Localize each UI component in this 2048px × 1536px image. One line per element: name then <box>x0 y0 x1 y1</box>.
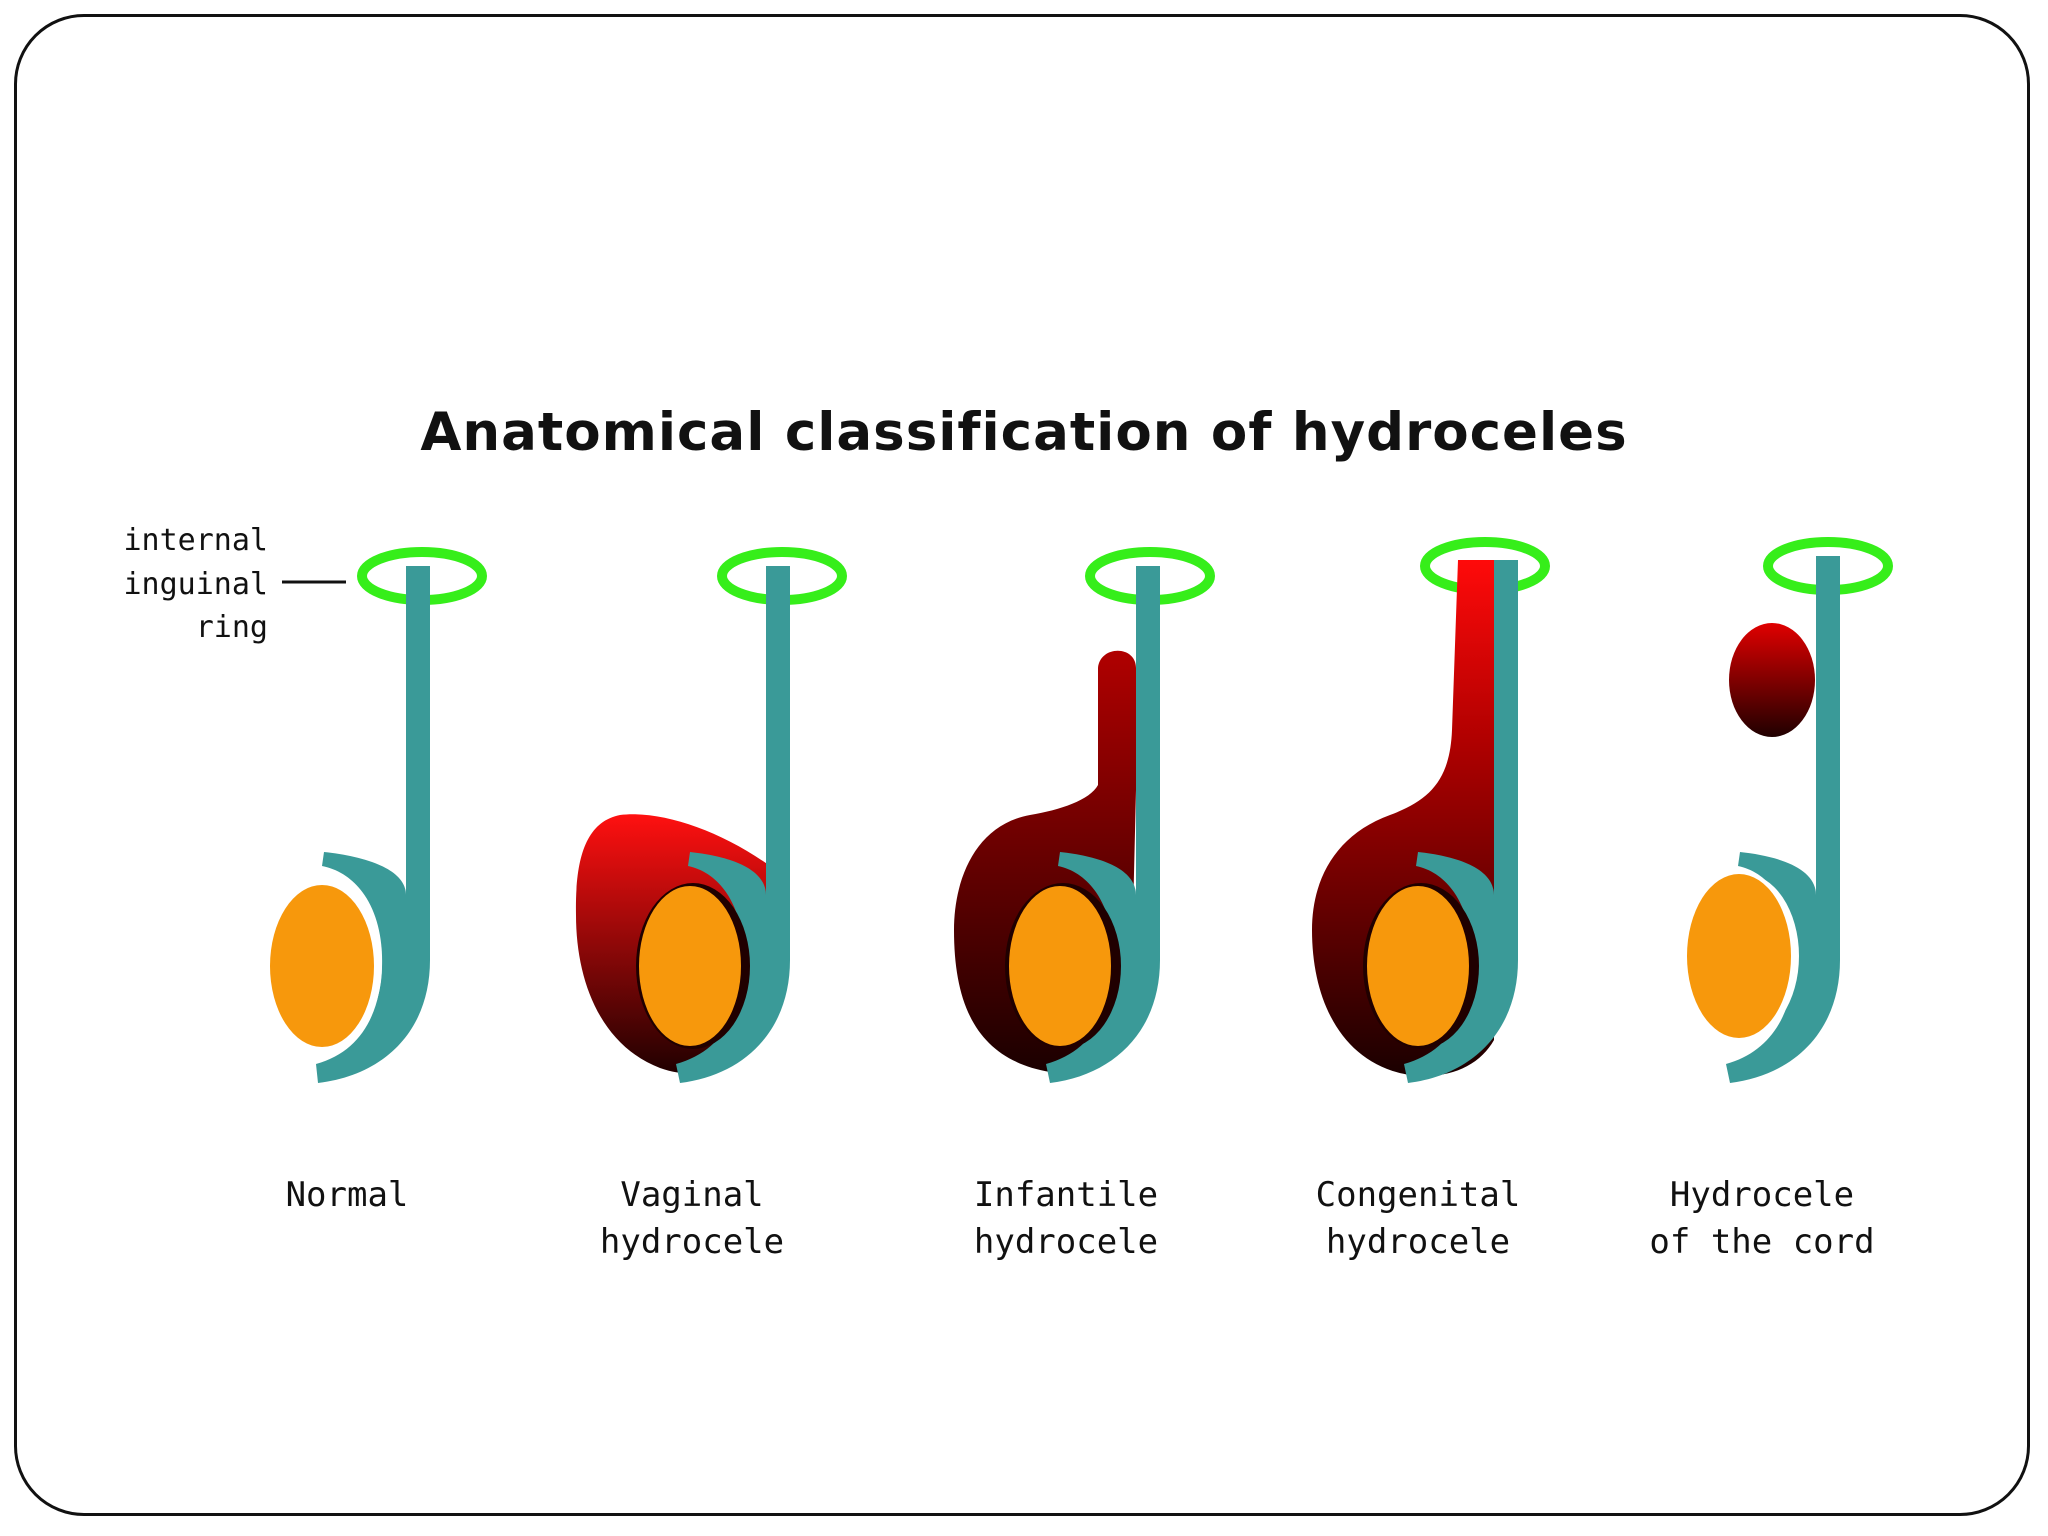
spermatic-cord-tunica <box>676 566 790 1083</box>
spermatic-cord-tunica <box>1046 566 1160 1083</box>
panel-vaginal-hydrocele <box>575 547 847 1083</box>
caption-cord-line-2: of the cord <box>1649 1222 1874 1262</box>
caption-normal: Normal <box>286 1175 409 1215</box>
spermatic-cord-tunica <box>1404 560 1518 1083</box>
spermatic-cord-tunica <box>1726 556 1840 1083</box>
spermatic-cord-tunica <box>316 566 430 1083</box>
caption-vaginal-line-1: Vaginal <box>620 1175 763 1215</box>
panel-hydrocele-of-the-cord <box>1687 537 1893 1083</box>
caption-cord-line-1: Hydrocele <box>1670 1175 1854 1215</box>
panel-normal <box>270 547 487 1083</box>
panel-infantile-hydrocele <box>954 547 1215 1083</box>
caption-infantile-line-2: hydrocele <box>974 1222 1158 1262</box>
cord-cyst <box>1729 623 1815 737</box>
caption-congenital-line-2: hydrocele <box>1326 1222 1510 1262</box>
caption-vaginal-line-2: hydrocele <box>600 1222 784 1262</box>
testis <box>1687 874 1791 1038</box>
testis <box>1009 886 1111 1046</box>
caption-infantile-line-1: Infantile <box>974 1175 1158 1215</box>
ring-label-line-2: inguinal <box>124 567 269 602</box>
ring-label: internal inguinal ring <box>124 523 346 645</box>
testis <box>1367 886 1469 1046</box>
ring-label-line-1: internal <box>124 523 269 558</box>
testis <box>270 885 374 1047</box>
diagram-title: Anatomical classification of hydroceles <box>420 402 1628 463</box>
ring-label-line-3: ring <box>196 610 268 645</box>
slide-frame <box>14 14 2030 1516</box>
panel-congenital-hydrocele <box>1312 537 1550 1083</box>
caption-congenital-line-1: Congenital <box>1316 1175 1521 1215</box>
panel-captions: Normal Vaginal hydrocele Infantile hydro… <box>286 1175 1875 1262</box>
testis <box>639 886 741 1046</box>
